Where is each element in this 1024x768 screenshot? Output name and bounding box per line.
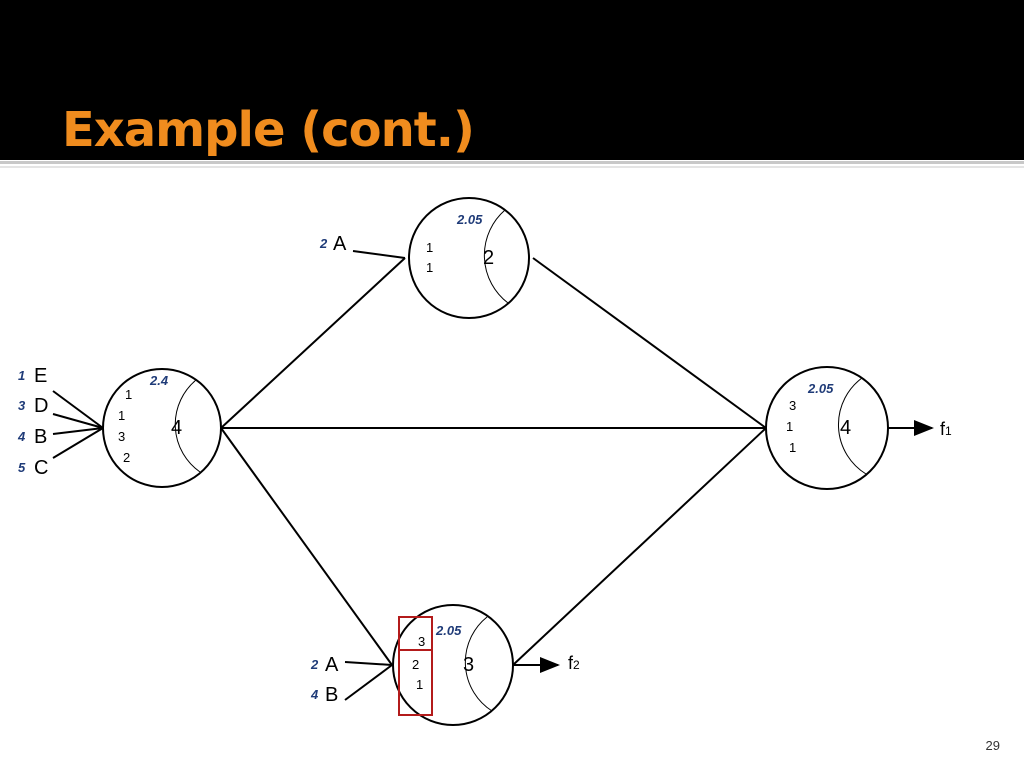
edge-top-right <box>532 257 767 429</box>
input-rank-bottom-b: 4 <box>310 687 319 702</box>
node-bottom-entry-2: 2 <box>412 657 419 672</box>
edge-bottom-right <box>512 427 767 666</box>
node-bottom-entry-1: 3 <box>418 634 425 649</box>
node-right-inner-arc <box>838 377 867 475</box>
node-right-entry-2: 1 <box>786 419 793 434</box>
input-label-bottom-a: A <box>325 654 339 676</box>
output-label-bottom: f2 <box>568 653 580 673</box>
node-left-score: 2.4 <box>149 373 169 388</box>
input-label-left-c: C <box>34 457 48 479</box>
input-label-bottom-b: B <box>325 684 338 706</box>
node-right-entry-1: 3 <box>789 398 796 413</box>
header-divider <box>0 161 1024 164</box>
node-left-entry-3: 3 <box>118 429 125 444</box>
node-right-entry-3: 1 <box>789 440 796 455</box>
input-line-left-c <box>52 427 104 459</box>
output-bottom-subscript: 2 <box>573 658 580 672</box>
node-top-count: 2 <box>483 247 494 269</box>
node-right: 2.05 3 1 1 4 <box>765 366 889 490</box>
node-bottom-entry-3: 1 <box>416 677 423 692</box>
input-line-top-a <box>352 250 406 259</box>
input-line-bottom-b <box>344 664 393 701</box>
input-rank-left-e: 1 <box>18 368 25 383</box>
input-label-left-e: E <box>34 365 47 387</box>
input-line-left-d <box>52 413 104 429</box>
title-bar <box>0 0 1024 160</box>
node-right-circle <box>765 366 889 490</box>
node-bottom-count: 3 <box>463 654 474 676</box>
output-label-right: f1 <box>940 419 952 439</box>
node-left-inner-arc <box>174 379 201 473</box>
node-top-score: 2.05 <box>456 212 483 227</box>
input-rank-top-a: 2 <box>319 236 328 251</box>
input-label-left-d: D <box>34 395 48 417</box>
node-right-score: 2.05 <box>807 381 834 396</box>
node-top-entry-1: 1 <box>426 240 433 255</box>
page-number: 29 <box>985 738 1000 753</box>
node-top-entry-2: 1 <box>426 260 433 275</box>
node-left-circle <box>102 368 222 488</box>
node-left: 2.4 1 1 3 2 4 <box>102 368 222 488</box>
input-label-left-b: B <box>34 426 47 448</box>
node-left-entry-1: 1 <box>125 387 132 402</box>
node-bottom-score: 2.05 <box>435 623 462 638</box>
node-top: 2.05 1 1 2 <box>408 197 530 319</box>
highlight-box-bottom <box>398 649 433 716</box>
node-left-count: 4 <box>171 417 182 439</box>
input-line-left-e <box>52 390 104 429</box>
edge-left-top <box>220 257 406 429</box>
node-bottom: 2.05 3 2 1 3 <box>392 604 514 726</box>
input-line-left-b <box>52 427 104 435</box>
header-divider-thin <box>0 166 1024 168</box>
edges <box>220 257 767 666</box>
node-top-inner-arc <box>483 209 509 304</box>
input-lines <box>52 250 406 701</box>
input-label-top-a: A <box>333 233 347 255</box>
edge-left-bottom <box>220 427 393 666</box>
output-right-name: f <box>940 419 946 439</box>
input-rank-left-b: 4 <box>17 429 26 444</box>
input-line-bottom-a <box>344 661 393 666</box>
node-right-count: 4 <box>840 417 851 439</box>
node-left-entry-2: 1 <box>118 408 125 423</box>
node-bottom-circle <box>392 604 514 726</box>
input-rank-left-d: 3 <box>18 398 26 413</box>
node-left-entry-4: 2 <box>123 450 130 465</box>
node-bottom-inner-arc <box>464 616 493 712</box>
output-right-subscript: 1 <box>945 424 952 438</box>
slide-title: Example (cont.) <box>62 102 475 158</box>
input-rank-bottom-a: 2 <box>310 657 319 672</box>
node-top-circle <box>408 197 530 319</box>
output-bottom-name: f <box>568 653 574 673</box>
input-rank-left-c: 5 <box>18 460 26 475</box>
